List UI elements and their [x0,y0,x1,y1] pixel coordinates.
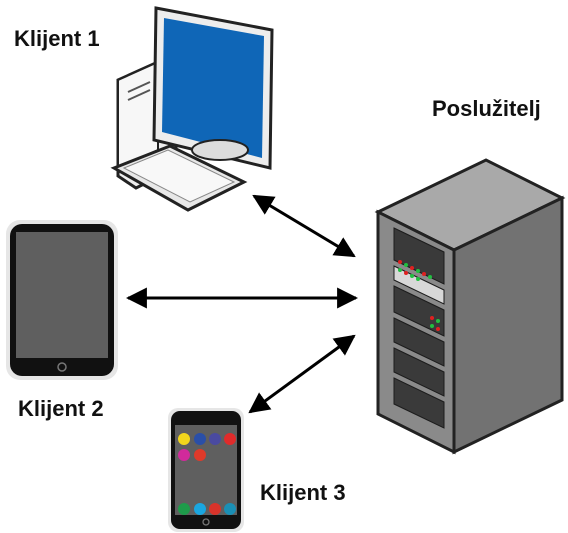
app-icon [209,503,221,515]
phone-app-icons [178,433,236,515]
app-icon [194,433,206,445]
app-icon [224,433,236,445]
tablet-icon [6,220,118,380]
tablet-screen [16,232,108,358]
app-icon [224,503,236,515]
client3-label: Klijent 3 [260,480,346,505]
client2-label: Klijent 2 [18,396,104,421]
smartphone-icon [168,408,244,532]
server-label: Poslužitelj [432,96,541,121]
server-icon [374,158,566,455]
monitor-screen [162,18,264,158]
server-status-leds [398,260,440,331]
app-icon [178,433,190,445]
desktop-computer-icon [110,6,274,212]
arrow-client1-server [252,194,356,258]
client1-label: Klijent 1 [14,26,100,51]
arrow-client3-server [248,334,356,414]
app-icon [194,449,206,461]
app-icon [178,503,190,515]
app-icon [194,503,206,515]
app-icon [178,449,190,461]
app-icon [209,433,221,445]
